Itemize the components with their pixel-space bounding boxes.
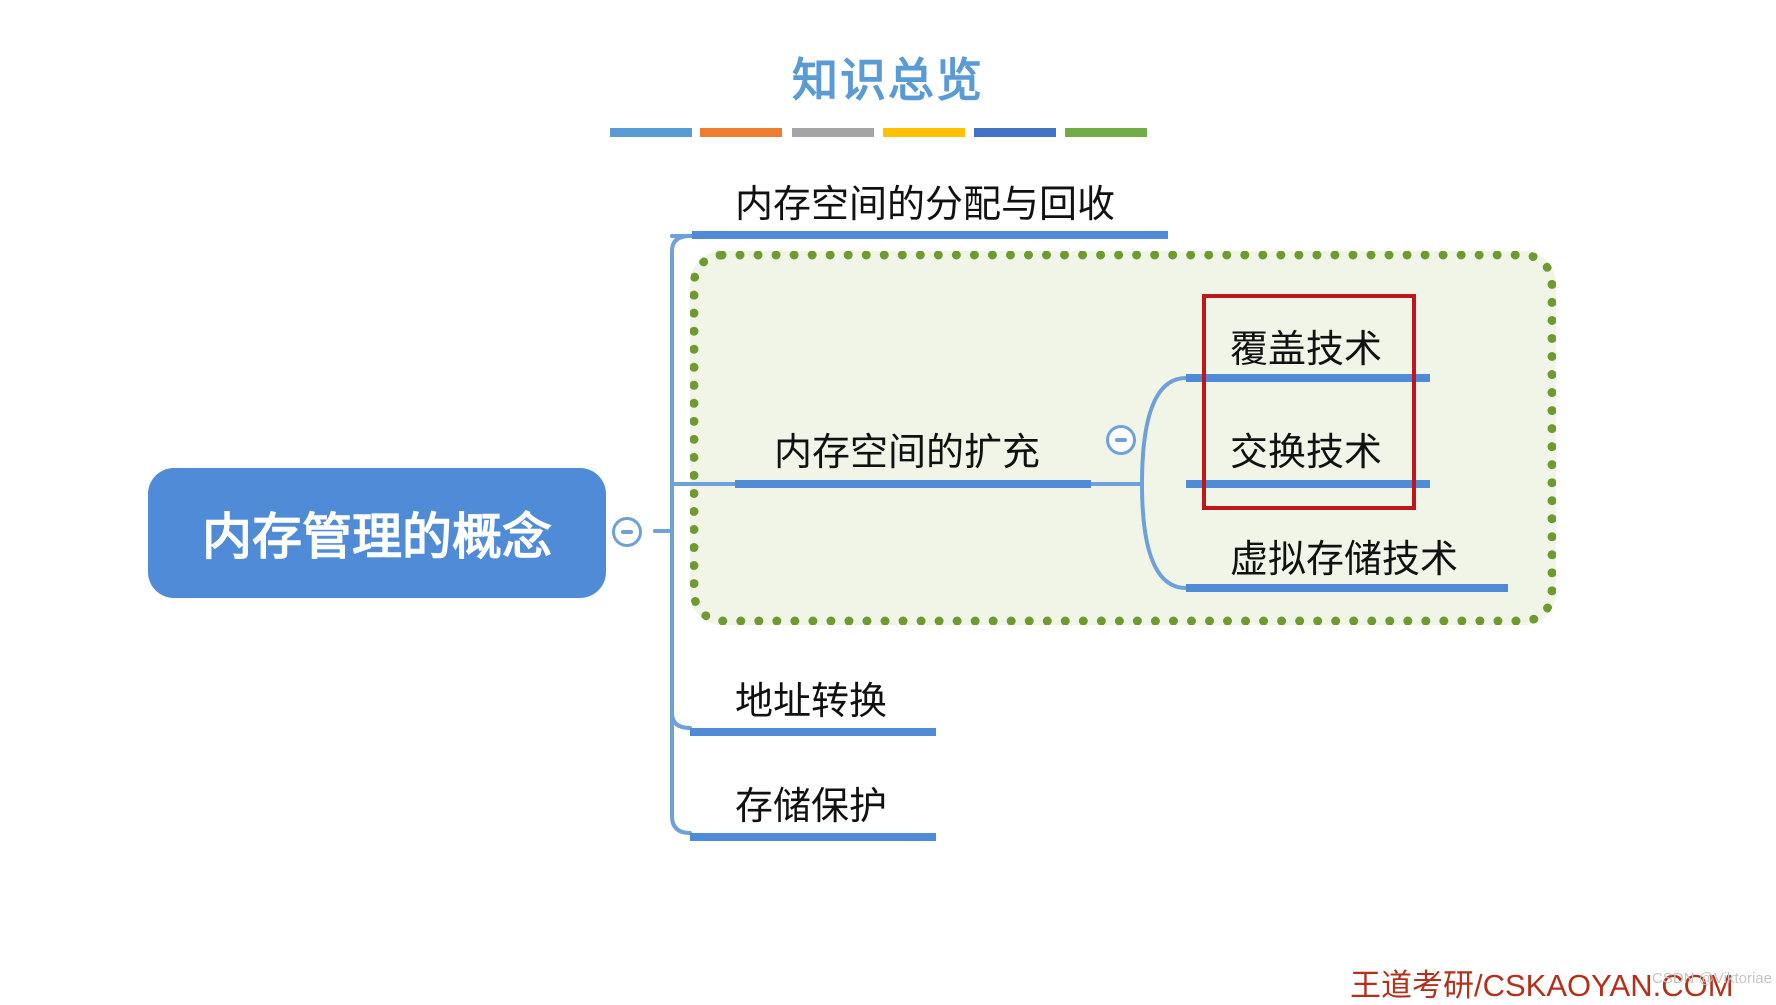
color-bar-segment [610, 128, 692, 137]
branch-protection-label[interactable]: 存储保护 [735, 784, 888, 828]
branch-protection-underline [690, 833, 936, 841]
branch-expansion-underline [735, 480, 1091, 488]
branch-allocation-underline [692, 231, 1168, 239]
branch-address-connector [670, 711, 692, 730]
color-bar-segment [700, 128, 782, 137]
sub-swapping-underline [1186, 480, 1430, 488]
branch-address-label[interactable]: 地址转换 [735, 679, 888, 723]
sub-overlay-underline [1186, 374, 1430, 382]
color-bar-segment [974, 128, 1056, 137]
branch-expansion-label[interactable]: 内存空间的扩充 [774, 430, 1041, 474]
branch-address-underline [690, 728, 936, 736]
root-collapse-icon[interactable] [612, 517, 642, 547]
sub-branch-virtual [1140, 482, 1188, 590]
branch-allocation-label[interactable]: 内存空间的分配与回收 [735, 182, 1116, 226]
page-title: 知识总览 [792, 53, 984, 107]
sub-branch-overlay [1140, 376, 1188, 486]
sub-swapping-label[interactable]: 交换技术 [1230, 430, 1383, 474]
trunk-curve-top [670, 234, 692, 253]
color-bar-segment [792, 128, 874, 137]
root-node[interactable]: 内存管理的概念 [148, 468, 606, 598]
watermark: CSDN @Viktoriae [1652, 970, 1772, 987]
trunk-curve-bottom [670, 814, 692, 835]
expansion-collapse-icon[interactable] [1106, 425, 1136, 455]
sub-overlay-label[interactable]: 覆盖技术 [1230, 327, 1383, 371]
highlight-box [1202, 294, 1416, 510]
sub-virtual-label[interactable]: 虚拟存储技术 [1230, 537, 1459, 581]
color-bar-segment [883, 128, 965, 137]
color-bar-segment [1065, 128, 1147, 137]
sub-virtual-underline [1186, 584, 1508, 592]
